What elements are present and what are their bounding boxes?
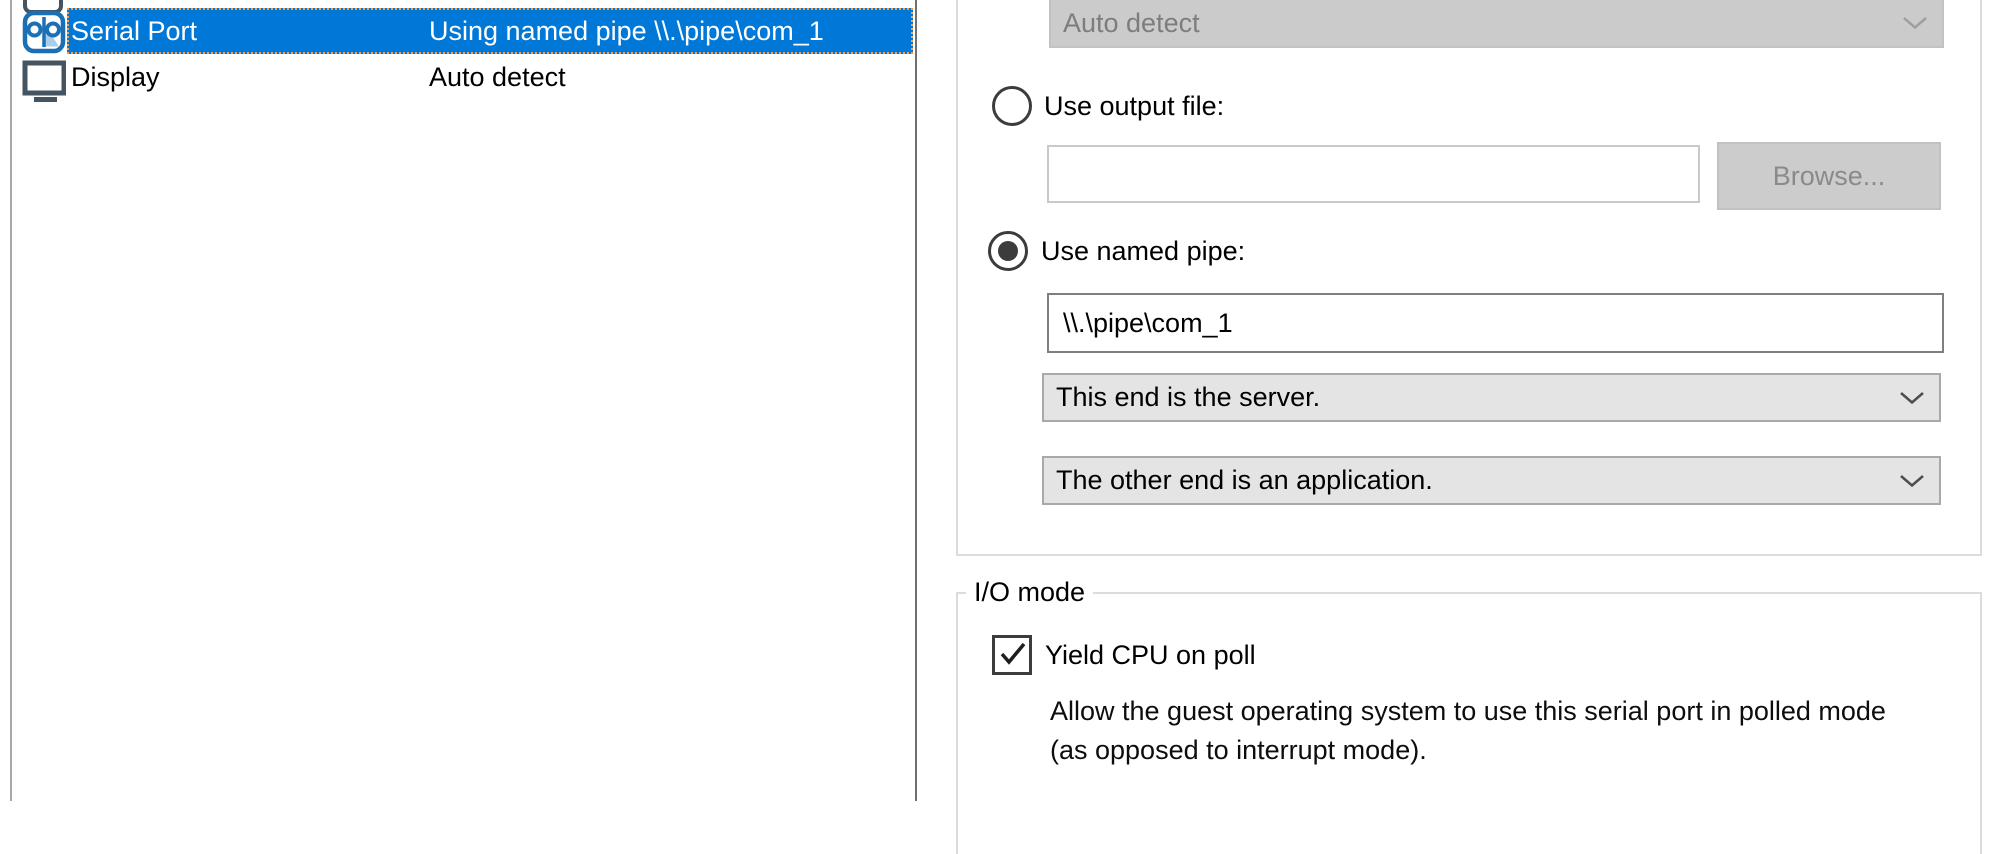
selected-option-label: The other end is an application. [1056,465,1433,495]
output-file-input[interactable] [1047,145,1700,203]
chevron-down-icon [1900,474,1924,487]
vm-settings-serial-port-panel: { "colors": { "selection_blue": "#0078d7… [10,0,1982,854]
io-mode-description: Allow the guest operating system to use … [1050,696,1886,765]
use-output-file-label[interactable]: Use output file: [1044,91,1225,121]
browse-button: Browse... [1717,142,1941,210]
connection-groupbox [956,0,1982,556]
device-row-serial-port[interactable]: Serial Port Using named pipe \\.\pipe\co… [67,8,913,54]
radio-selected-dot [998,241,1018,261]
device-summary: Auto detect [429,62,566,92]
device-row-display[interactable]: Display Auto detect [67,54,913,100]
display-icon [22,60,66,102]
serial-device-select: Auto detect [1049,0,1944,48]
yield-cpu-checkbox[interactable] [992,635,1032,675]
device-list-left-border [10,0,12,801]
device-summary: Using named pipe \\.\pipe\com_1 [429,16,824,46]
browse-button-label: Browse... [1772,160,1886,191]
pipe-near-end-select[interactable]: This end is the server. [1042,373,1941,422]
selected-option-label: Auto detect [1063,7,1200,38]
serial-port-icon [22,10,66,54]
named-pipe-input[interactable] [1047,293,1944,353]
use-output-file-radio[interactable] [992,86,1032,126]
chevron-down-icon [1900,391,1924,404]
panel-divider [915,0,917,801]
use-named-pipe-radio[interactable] [988,231,1028,271]
check-icon [1000,642,1026,665]
use-named-pipe-label[interactable]: Use named pipe: [1041,236,1246,266]
device-name: Display [71,62,160,92]
chevron-down-icon [1903,17,1927,30]
device-name: Serial Port [71,16,198,46]
pipe-far-end-select[interactable]: The other end is an application. [1042,456,1941,505]
yield-cpu-label[interactable]: Yield CPU on poll [1045,640,1256,670]
selected-option-label: This end is the server. [1056,382,1321,412]
io-mode-group-title: I/O mode [966,576,1094,608]
io-mode-groupbox [956,592,1982,854]
